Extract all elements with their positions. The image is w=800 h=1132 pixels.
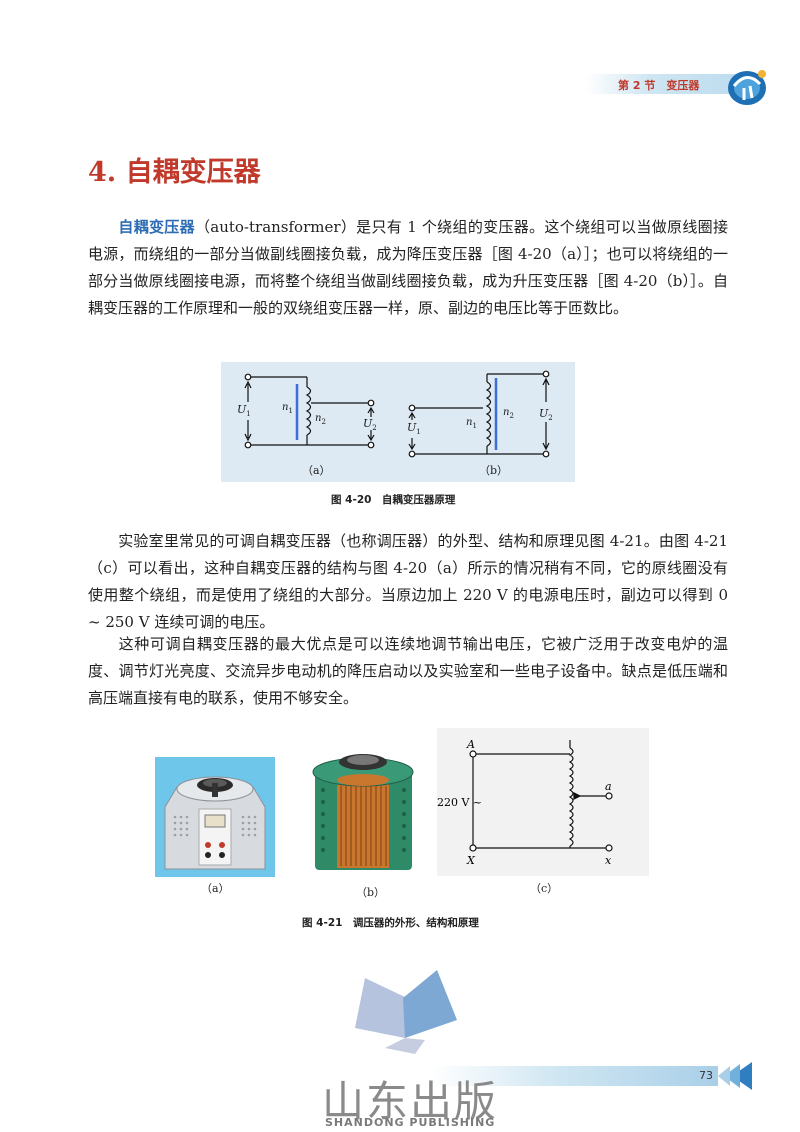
paragraph-lab-regulator-text: 实验室里常见的可调自耦变压器（也称调压器）的外型、结构和原理见图 4-21。由图… [88,532,728,631]
publisher-name-cn: 山东出版 [322,1077,499,1126]
voltage-regulator-photo [155,757,275,877]
terminal-x-label: x [605,854,612,867]
paragraph-advantages-text: 这种可调自耦变压器的最大优点是可以连续地调节输出电压，它被广泛用于改变电炉的温度… [88,635,728,707]
figure-4-20-sublabel-b: （b） [479,464,509,477]
figure-4-20-sublabel-a: （a） [302,464,331,477]
figure-4-20: U1 n1 n2 U2 U1 n1 n2 U2 （a） （b） [221,362,575,482]
figure-4-21-caption: 图 4-21 调压器的外形、结构和原理 [302,917,479,929]
paragraph-intro-text: （auto-transformer）是只有 1 个绕组的变压器。这个绕组可以当做… [88,218,728,317]
page-corner-arrows-icon [718,1062,752,1090]
label-n2-a: n2 [315,413,326,426]
terminal-A-label: A [466,738,475,751]
label-u1-a: U1 [237,403,251,419]
label-u1-b: U1 [407,421,421,437]
header-section-label: 第 2 节 变压器 [618,79,700,92]
supply-voltage-label: 220 V ~ [437,796,482,809]
header-band [585,74,745,94]
regulator-circuit-svg: A X a x 220 V ~ [437,738,613,867]
section-title: 4. 自耦变压器 [88,157,261,188]
label-n2-b: n2 [503,407,514,420]
terminal-a-label: a [605,780,612,793]
term-autotransformer: 自耦变压器 [118,218,195,236]
figure-4-21-sublabel-a: （a） [201,882,230,895]
label-u2-b: U2 [539,407,553,423]
label-n1-a: n1 [282,402,293,415]
figure-4-21-sublabel-b: （b） [356,886,386,899]
figure-4-21-sublabel-c: （c） [530,882,559,895]
footer-band [430,1066,718,1086]
paragraph-intro: 自耦变压器（auto-transformer）是只有 1 个绕组的变压器。这个绕… [88,214,728,322]
chapter-logo-icon [728,70,766,105]
terminal-X-label: X [466,854,476,867]
figure-4-20-caption: 图 4-20 自耦变压器原理 [331,494,456,506]
paragraph-advantages: 这种可调自耦变压器的最大优点是可以连续地调节输出电压，它被广泛用于改变电炉的温度… [88,631,728,712]
label-u2-a: U2 [363,417,377,433]
autotransformer-diagrams [244,370,550,458]
publisher-book-logo-icon [355,970,457,1054]
regulator-circuit-diagram: A X a x 220 V ~ [437,728,649,876]
page-number: 73 [699,1069,713,1082]
regulator-structure-photo [301,740,426,880]
label-n1-b: n1 [466,417,477,430]
publisher-name-en: SHANDONG PUBLISHING [325,1116,496,1129]
paragraph-lab-regulator: 实验室里常见的可调自耦变压器（也称调压器）的外型、结构和原理见图 4-21。由图… [88,528,728,636]
